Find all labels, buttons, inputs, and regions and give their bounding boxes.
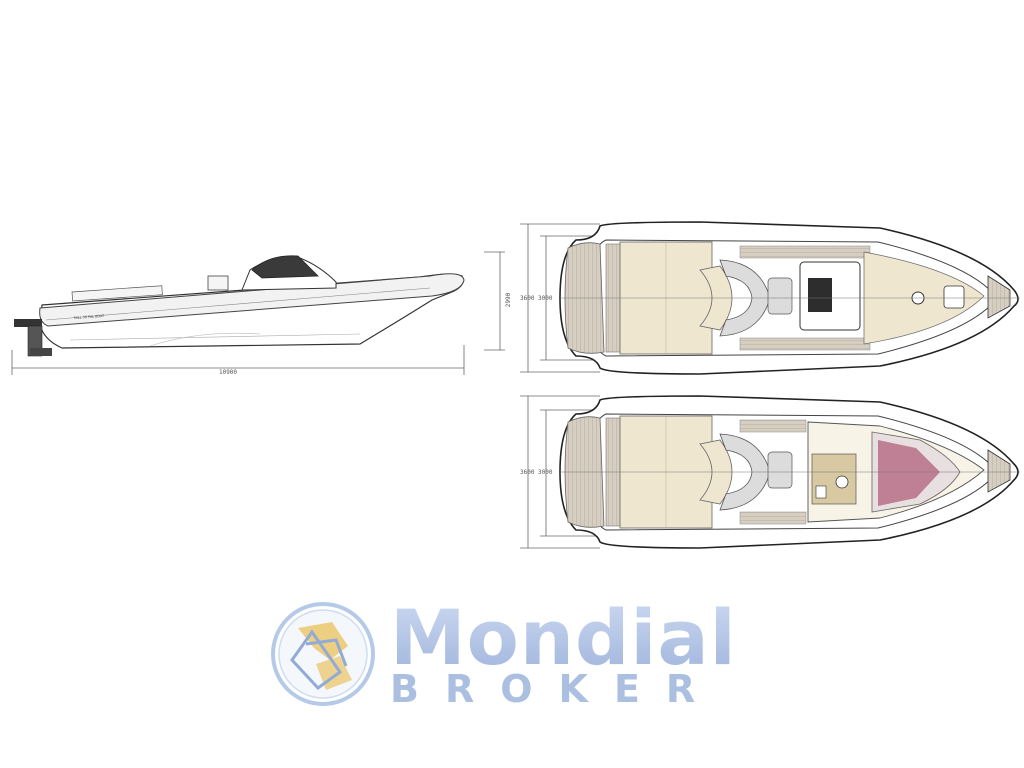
length-dimension: 10900 [11,345,465,376]
cabin-sink [835,475,849,489]
open-bow-hatch-square [943,285,965,309]
cabin-outer-beam-label: 3600 [520,469,535,476]
top-view-open: 3600 3000 [520,221,1020,375]
height-dimension: 2990 [484,251,512,351]
cabin-toilet [815,485,827,499]
side-windshield [251,255,319,279]
tube-seam [45,287,431,321]
open-helm-screen [808,278,832,312]
watermark-subtitle: BROKER [390,667,721,711]
side-seat [207,275,229,291]
height-label: 2990 [505,292,512,307]
mondial-broker-watermark: Mondial BROKER [271,593,737,711]
hull-strake [149,332,261,347]
top-view-cabin: 3600 3000 [520,395,1020,549]
length-label: 10900 [219,369,237,376]
cabin-bow-locker [987,449,1011,493]
cabin-helm-seat [767,451,793,489]
cabin-walkway-bottom [739,511,807,525]
open-walkway-top [739,245,871,259]
open-outer-beam-label: 3600 [520,295,535,302]
cabin-beam-dimensions: 3600 3000 [520,395,600,549]
open-inner-beam-label: 3000 [538,295,553,302]
open-helm-seat [767,277,793,315]
open-seating [719,259,771,337]
watermark-name: Mondial [390,593,737,682]
open-walkway-bottom [739,337,871,351]
mondial-logo-emblem [271,602,375,706]
hull-text: MILL 36 PAL BOAT [74,314,105,320]
side-aft-sunbed [71,285,163,302]
side-view: 10900 2990 MILL 36 PAL BOAT [11,251,512,376]
open-beam-dimensions: 3600 3000 [520,223,600,373]
outboard-engine [14,319,52,357]
cabin-inner-beam-label: 3000 [538,469,553,476]
cabin-seating [719,433,771,511]
open-bow-locker [987,275,1011,319]
cabin-vberth-cushion [878,440,940,506]
hull-chine-line [69,333,361,341]
cabin-walkway-top [739,419,807,433]
